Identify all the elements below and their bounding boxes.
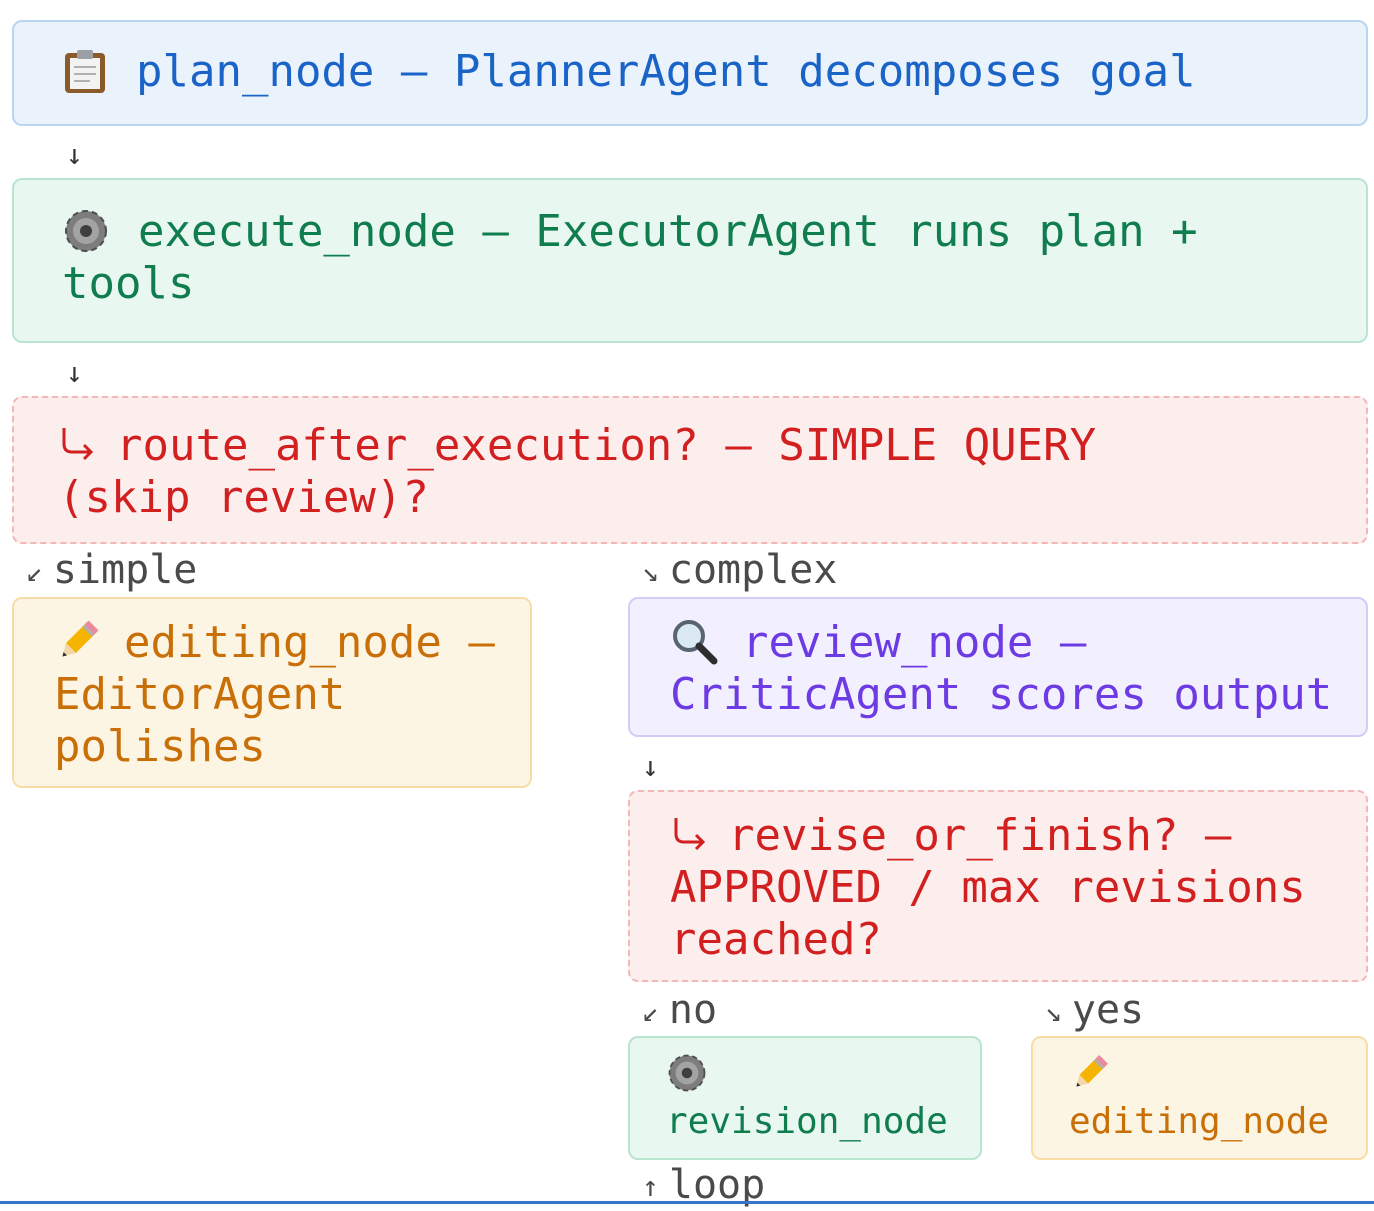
revision-node: revision_node	[628, 1036, 982, 1160]
editing-node-final: editing_node	[1031, 1036, 1368, 1160]
review-node: review_node — CriticAgent scores output	[628, 597, 1368, 737]
plan-node: plan_node — PlannerAgent decomposes goal	[12, 20, 1368, 126]
flow-arrow-down: ↓	[66, 356, 83, 389]
edge-text-simple: simple	[52, 547, 198, 593]
gear-icon	[62, 207, 110, 255]
edge-label-yes: ↘ yes	[1045, 988, 1144, 1036]
pencil-icon	[54, 617, 102, 665]
flow-arrow-down: ↓	[66, 138, 83, 171]
execute-node: execute_node — ExecutorAgent runs plan +…	[12, 178, 1368, 343]
gear-icon	[666, 1052, 708, 1094]
edge-label-simple: ↙ simple	[26, 548, 197, 596]
edge-arrow-loop: ↑	[642, 1170, 659, 1203]
route-after-execution-text: route_after_execution? — SIMPLE QUERY (s…	[58, 420, 1097, 523]
route-after-execution-decision: route_after_execution? — SIMPLE QUERY (s…	[12, 396, 1368, 544]
revise-or-finish-text: revise_or_finish? — APPROVED / max revis…	[670, 810, 1306, 965]
pencil-icon	[1069, 1052, 1111, 1094]
edge-arrow-simple: ↙	[26, 555, 43, 588]
edge-text-complex: complex	[668, 547, 838, 593]
bottom-divider	[0, 1201, 1374, 1204]
edge-label-no: ↙ no	[642, 988, 717, 1036]
edge-label-loop: ↑ loop	[642, 1163, 765, 1211]
editing-node-simple: editing_node — EditorAgent polishes	[12, 597, 532, 788]
revise-or-finish-decision: revise_or_finish? — APPROVED / max revis…	[628, 790, 1368, 982]
edge-arrow-complex: ↘	[642, 555, 659, 588]
execute-node-text: execute_node — ExecutorAgent runs plan +…	[62, 206, 1198, 309]
editing-node-final-text: editing_node	[1069, 1101, 1330, 1142]
return-arrow-icon	[58, 422, 98, 462]
edge-text-yes: yes	[1071, 987, 1145, 1033]
edge-arrow-no: ↙	[642, 995, 659, 1028]
editing-node-simple-text: editing_node — EditorAgent polishes	[54, 617, 495, 772]
edge-text-loop: loop	[668, 1162, 766, 1208]
flow-arrow-down: ↓	[642, 750, 659, 783]
plan-node-text: plan_node — PlannerAgent decomposes goal	[136, 46, 1196, 97]
revision-node-text: revision_node	[666, 1101, 948, 1142]
edge-label-complex: ↘ complex	[642, 548, 837, 596]
magnifier-icon	[670, 617, 718, 665]
edge-text-no: no	[668, 987, 718, 1033]
return-arrow-icon	[670, 812, 710, 852]
review-node-text: review_node — CriticAgent scores output	[670, 617, 1333, 720]
clipboard-icon	[62, 48, 108, 94]
edge-arrow-yes: ↘	[1045, 995, 1062, 1028]
